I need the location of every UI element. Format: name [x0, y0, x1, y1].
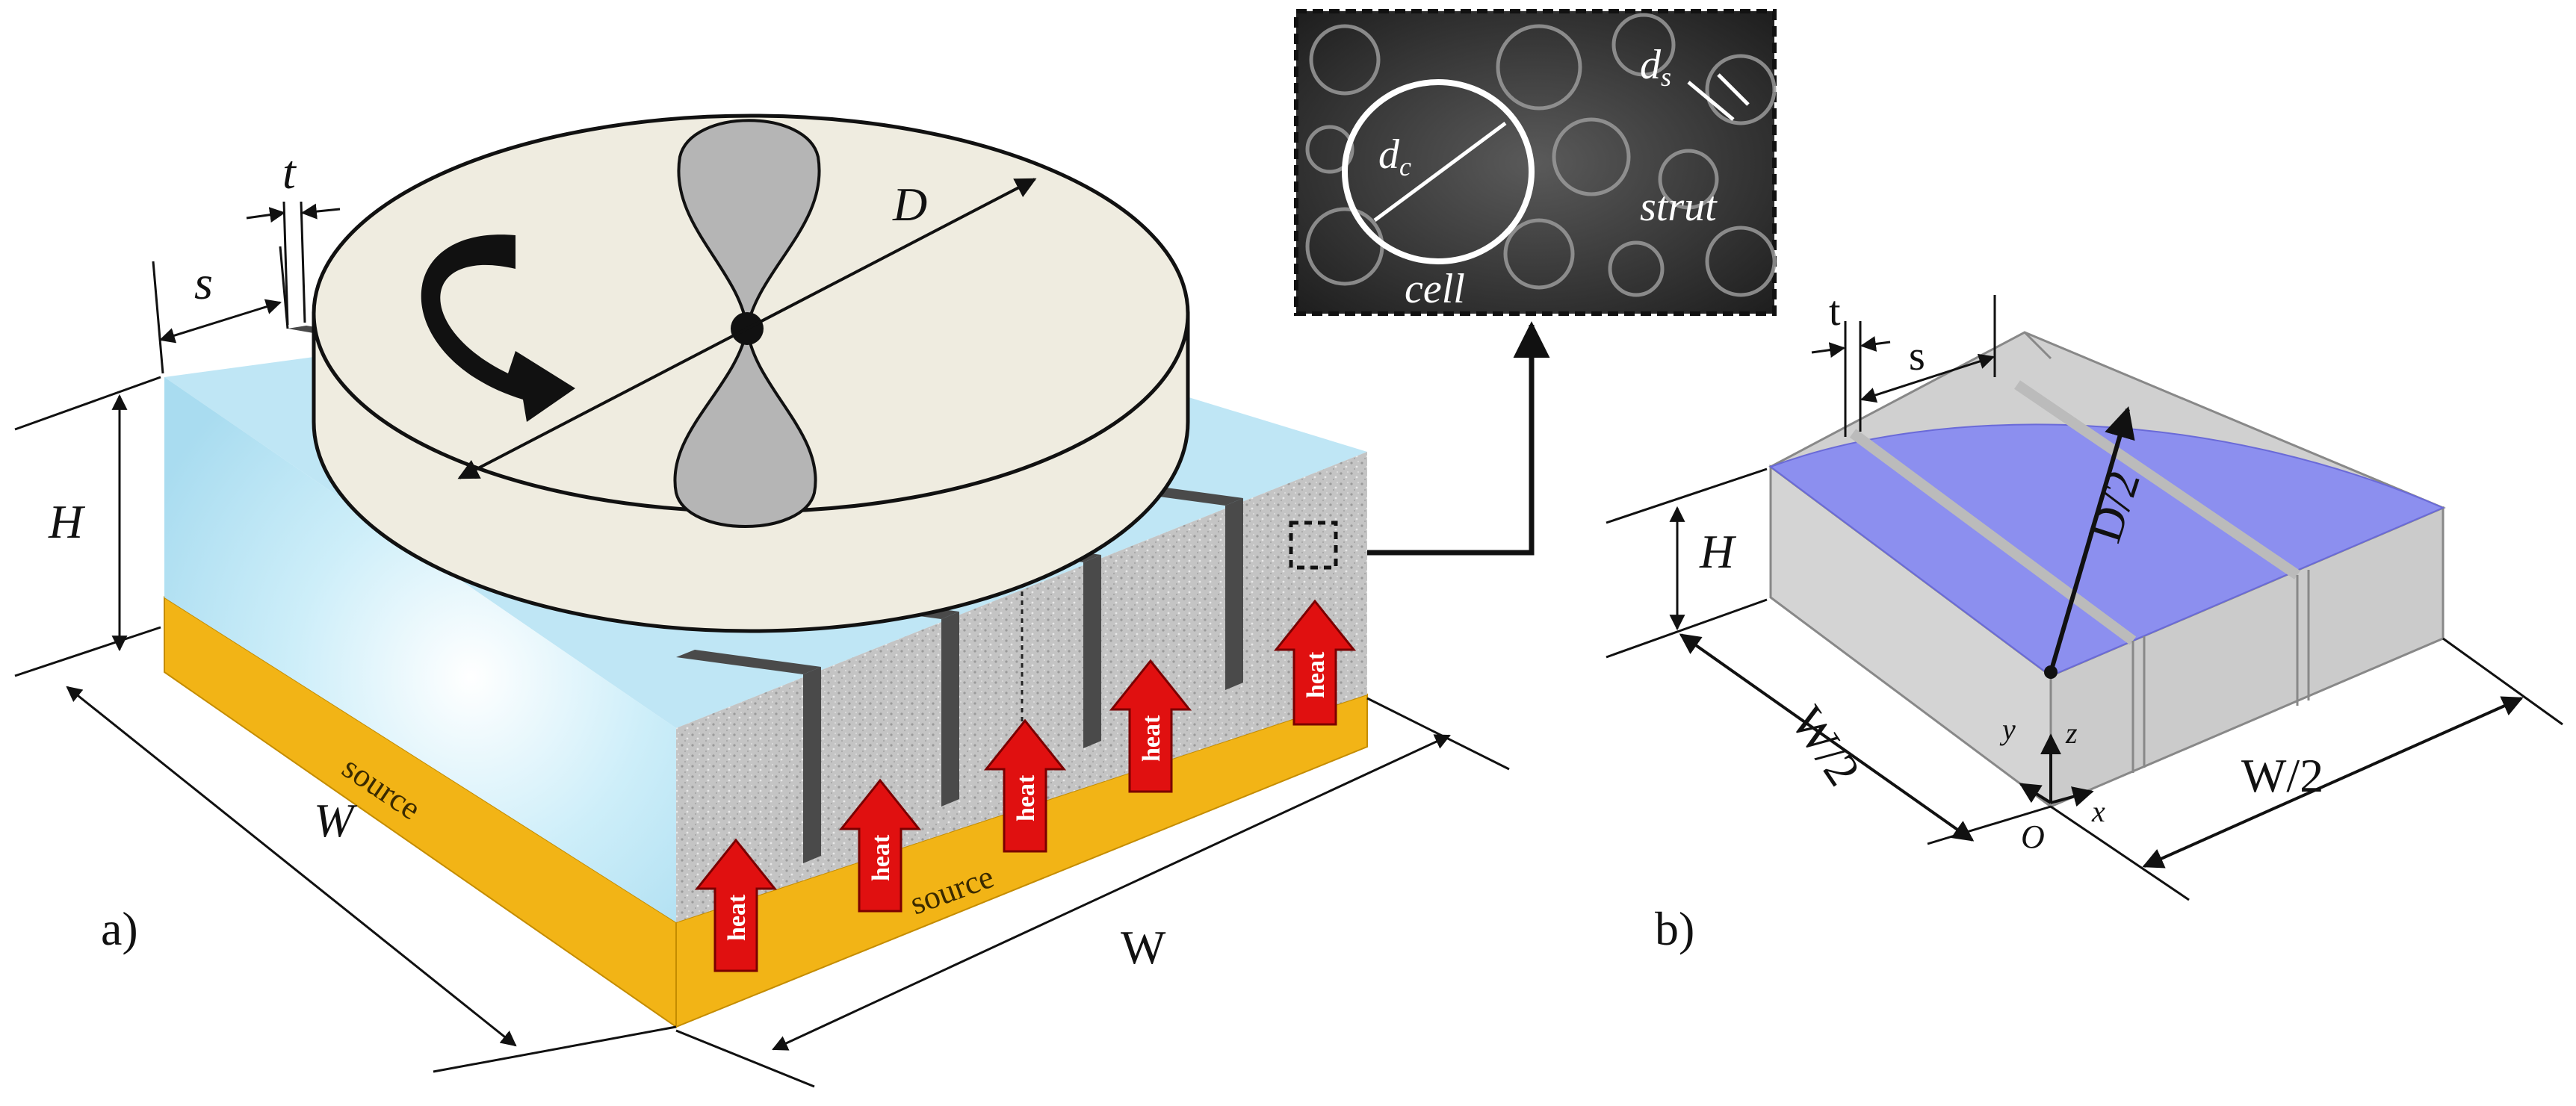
heat-label-4: heat: [1138, 715, 1165, 762]
dim-W-left-ext: [433, 1025, 677, 1073]
dim-H-ext-top: [14, 376, 161, 431]
b-top-center-seam: [2023, 331, 2052, 360]
label-axis-x: x: [2091, 795, 2105, 828]
b-dim-s-arrow: [1860, 353, 1995, 403]
heat-label-5: heat: [1302, 651, 1330, 698]
heat-arrow-1: heat: [694, 838, 778, 972]
dim-s-arrow: [158, 299, 282, 344]
b-dim-W-right-ext-2: [2442, 637, 2563, 726]
heat-label-1: heat: [723, 894, 751, 941]
cell-outline: [1342, 79, 1535, 264]
b-dim-t-arrow-2: [1860, 336, 1891, 352]
axis-y: [2019, 783, 2052, 804]
cell-diameter-line: [1373, 121, 1507, 223]
fan-diameter-line: [457, 178, 1037, 479]
label-strut: strut: [1640, 184, 1718, 230]
b-fin-top-1: [1849, 429, 2137, 645]
heat-arrow-5: heat: [1273, 599, 1357, 726]
fin-1: [803, 667, 821, 863]
fin-2: [941, 612, 959, 807]
label-axis-z: z: [2065, 716, 2078, 750]
dim-s-ext-left: [152, 261, 164, 374]
b-fin-top-2: [2014, 380, 2300, 580]
b-dim-H-ext-top: [1606, 467, 1768, 524]
radius-origin-dot: [2044, 665, 2058, 679]
label-W-left: W: [314, 794, 358, 847]
label-b-W-half-left: W/2: [1780, 697, 1870, 795]
label-dc: dc: [1378, 131, 1411, 181]
label-t: t: [282, 146, 297, 199]
dim-t-ext-right: [300, 201, 306, 323]
strut-dim-line-2: [1717, 73, 1750, 106]
label-b-H: H: [1699, 525, 1737, 578]
b-dim-W-right-ext-1: [2050, 805, 2190, 901]
fin-top-1: [676, 650, 821, 674]
dim-t-arrow-right: [300, 203, 341, 220]
panel-a-label: a): [101, 902, 138, 955]
b-dim-t-arrow-1: [1811, 342, 1846, 358]
micrograph-texture: [1305, 13, 1777, 297]
rotation-arrow-icon: [421, 234, 575, 422]
strut-dim-line-1: [1687, 81, 1735, 121]
dim-W-left-arrow: [66, 686, 517, 1047]
b-dim-W-left-arrow: [1679, 633, 1975, 842]
micrograph-frame: [1294, 9, 1777, 316]
b-dim-W-right-arrow: [2142, 696, 2524, 869]
label-D: D: [892, 178, 927, 231]
panel-a: heat heat heat heat heat source source: [14, 114, 1550, 1088]
axis-x: [2050, 786, 2094, 807]
label-s: s: [194, 256, 213, 309]
b-dim-H-ext-bottom: [1606, 598, 1768, 659]
dim-W-bottom-arrow: [772, 734, 1451, 1051]
fin-3: [1083, 555, 1101, 748]
label-axis-O: O: [2021, 818, 2045, 855]
label-axis-y: y: [1999, 712, 2016, 746]
label-cell: cell: [1405, 266, 1465, 312]
label-b-W-half-right: W/2: [2241, 749, 2323, 802]
foam-micrograph: dc ds strut cell: [1294, 9, 1777, 316]
zoom-leader-line: [1367, 321, 1550, 556]
heat-label-2: heat: [867, 834, 895, 881]
fin-4: [1225, 498, 1243, 690]
dim-W-bottom-ext-left: [675, 1029, 815, 1088]
radius-line: [2049, 406, 2135, 673]
label-ds: ds: [1640, 42, 1671, 92]
label-H: H: [48, 495, 86, 548]
zoom-region-box: [1289, 521, 1338, 570]
label-b-s: s: [1909, 333, 1925, 379]
dim-W-bottom-ext-right: [1366, 697, 1510, 771]
dim-H-ext-bottom: [14, 626, 161, 677]
label-W-bottom: W: [1121, 921, 1166, 974]
fan: D: [312, 114, 1190, 633]
label-b-t: t: [1829, 288, 1841, 335]
panel-b: D/2 t s H W/2 W/2 O x y z b): [1606, 288, 2563, 955]
dim-t-arrow-left: [246, 207, 286, 223]
fluid-left-face: [164, 377, 676, 922]
heat-label-3: heat: [1012, 774, 1040, 821]
panel-b-label: b): [1655, 902, 1694, 955]
